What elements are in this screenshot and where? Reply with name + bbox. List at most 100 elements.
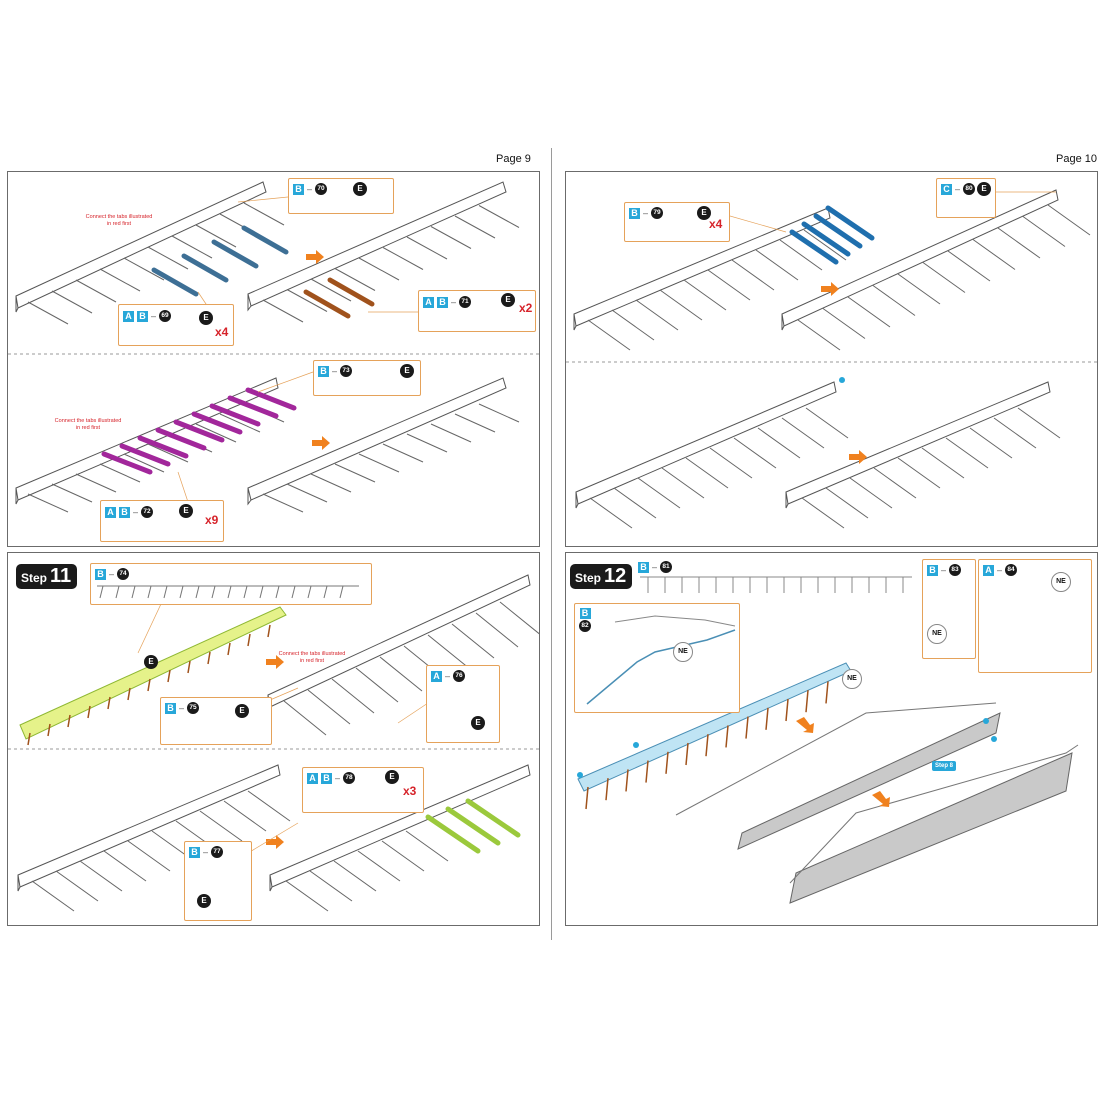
sheet-letter: B — [137, 310, 148, 322]
frame-rib — [27, 301, 69, 325]
frame-rib — [381, 840, 425, 872]
part-74-drawing — [97, 585, 359, 599]
frame-rib — [406, 236, 448, 260]
frame-rib — [1022, 216, 1066, 247]
frame-rib — [127, 687, 131, 701]
frame-rib — [195, 224, 237, 248]
frame-rib — [147, 678, 151, 692]
step-8-reference: Step 8 — [932, 761, 957, 771]
callout-part-77: B–77 E — [184, 841, 252, 921]
frame-rib — [587, 319, 631, 351]
frame-rib — [275, 585, 280, 599]
part-number: 83 — [949, 564, 962, 576]
frame-rib — [115, 585, 120, 599]
frame-rib — [179, 585, 184, 599]
page-divider — [551, 148, 552, 940]
frame-rib — [947, 250, 991, 282]
frame-rib — [75, 279, 117, 303]
assembly-illustration — [577, 662, 1079, 904]
frame-rib — [286, 483, 328, 503]
frame-rib — [167, 669, 171, 683]
frame-rib — [611, 309, 655, 341]
frame-rib — [307, 585, 312, 599]
part-81-drawing — [640, 576, 912, 593]
frame-rib — [945, 437, 989, 469]
frame-rib — [199, 810, 243, 842]
mark-e: E — [199, 311, 213, 325]
frame-rib — [334, 268, 376, 291]
step-word: Step — [575, 571, 602, 585]
frame-rib — [613, 487, 657, 519]
frame-rib — [307, 689, 351, 725]
page-number-left: Page 9 — [496, 153, 531, 165]
frame-rib — [355, 667, 399, 703]
frame-rib — [430, 423, 472, 443]
sheet-letter: B — [437, 296, 448, 308]
mark-e: E — [144, 655, 158, 669]
sheet-letter: A — [123, 310, 134, 322]
part-number: 79 — [651, 207, 664, 219]
callout-part-74: B–74 — [90, 563, 372, 605]
step-word: Step — [21, 571, 48, 585]
frame-rib — [683, 279, 727, 311]
sheet-letter: B — [579, 608, 591, 619]
frame-rib — [779, 239, 823, 271]
direction-ne-badge: NE — [1051, 572, 1071, 592]
red-tabs-note: Connect the tabs illustrated in red firs… — [85, 214, 153, 227]
red-tabs-note: Connect the tabs illustrated in red firs… — [278, 651, 346, 664]
frame-rib — [709, 447, 753, 479]
frame-rib — [785, 698, 789, 722]
quantity-label: x3 — [403, 784, 417, 798]
frame-rib — [323, 585, 328, 599]
frame-rib — [223, 800, 267, 832]
frame-rib — [478, 205, 520, 228]
sheet-letter: B — [189, 846, 200, 858]
callout-part-79: B–79 E x4 — [624, 202, 730, 242]
frame-rib — [171, 235, 213, 259]
frame-rib — [478, 403, 520, 423]
sheet-letter: A — [983, 564, 994, 576]
frame-rib — [87, 705, 91, 719]
frame-rib — [454, 413, 496, 433]
callout-part-73: B–73 E — [313, 360, 421, 396]
frame-rib — [765, 707, 769, 730]
frame-rib — [822, 308, 866, 339]
frame-rib — [797, 319, 841, 351]
frame-rib — [211, 585, 216, 599]
frame-rib — [805, 690, 809, 713]
mark-e: E — [385, 770, 399, 784]
frame-rib — [31, 880, 75, 912]
frame-rib — [733, 437, 777, 469]
part-81-label: B–81 — [638, 561, 673, 573]
sheet-letter: B — [95, 568, 106, 580]
frame-rib — [103, 850, 147, 882]
frame-rib — [731, 259, 775, 291]
frame-rib — [127, 840, 171, 872]
callout-part-83: B–83 NE — [922, 559, 976, 659]
frame-rib — [227, 585, 232, 599]
assembly-illustration — [8, 181, 539, 513]
frame-rib — [897, 457, 941, 489]
sheet-letter: B — [638, 561, 649, 573]
frame-rib — [243, 202, 285, 226]
frame-rib — [382, 247, 424, 270]
frame-rib — [755, 249, 799, 281]
frame-rib — [922, 262, 966, 293]
frame-rib — [259, 585, 264, 599]
part-number: 84 — [1005, 564, 1018, 576]
frame-rib — [123, 257, 165, 281]
frame-rib — [55, 870, 99, 902]
frame-rib — [847, 296, 891, 328]
sheet-letter: B — [165, 702, 176, 714]
quantity-label: x4 — [215, 325, 229, 339]
mark-e: E — [353, 182, 367, 196]
direction-ne-badge: NE — [673, 642, 693, 662]
frame-rib — [99, 585, 104, 599]
frame-rib — [379, 656, 423, 692]
frame-rib — [283, 700, 327, 736]
frame-rib — [333, 860, 377, 892]
